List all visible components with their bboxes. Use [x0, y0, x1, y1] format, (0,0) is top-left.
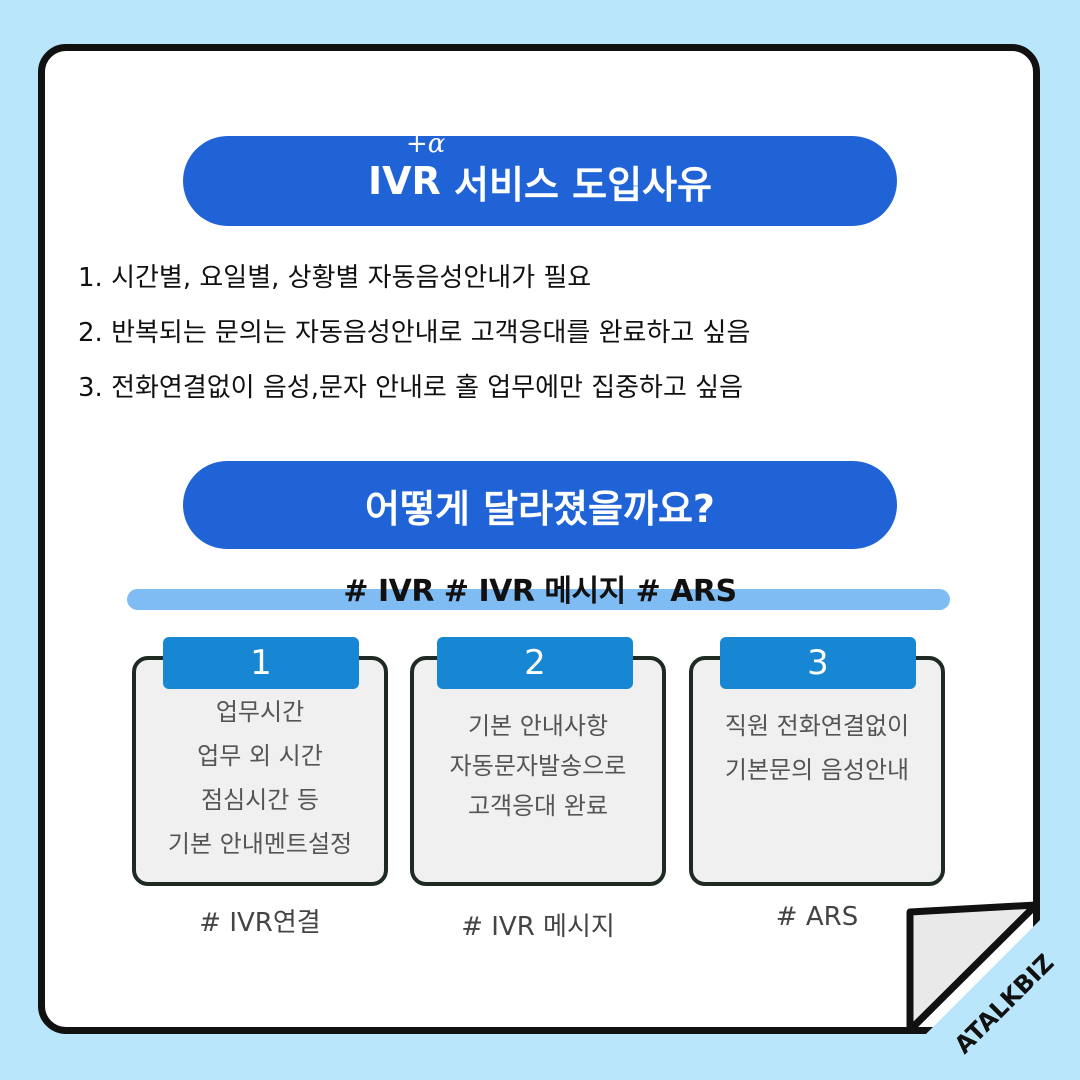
feature-line: 고객응대 완료 [467, 792, 609, 820]
reason-item: 2. 반복되는 문의는 자동음성안내로 고객응대를 완료하고 싶음 [78, 318, 751, 348]
card-hashtag-1: # IVR연결 [199, 908, 321, 938]
feature-card-1: 업무시간 업무 외 시간 점심시간 등 기본 안내멘트설정 [132, 656, 388, 886]
tagline-highlight-bar [127, 589, 950, 610]
ivr-label: IVR +α [368, 129, 446, 203]
header-title-pill: IVR +α 서비스 도입사유 [183, 129, 897, 226]
reason-item: 3. 전화연결없이 음성,문자 안내로 홀 업무에만 집중하고 싶음 [78, 373, 744, 403]
card-number-tab-2: 2 [437, 637, 633, 689]
card-number-tab-1: 1 [163, 637, 359, 689]
card-number-tab-3: 3 [720, 637, 916, 689]
feature-line: 업무시간 [215, 698, 305, 726]
card-hashtag-3: # ARS [775, 902, 859, 932]
hashtag-tagline: # IVR # IVR 메시지 # ARS [343, 574, 737, 609]
reasons-list: 1. 시간별, 요일별, 상황별 자동음성안내가 필요 2. 반복되는 문의는 … [78, 258, 750, 423]
feature-line: 기본 안내사항 [467, 712, 609, 740]
feature-line: 직원 전화연결없이 [724, 712, 910, 740]
feature-line: 자동문자발송으로 [449, 752, 627, 780]
feature-line: 기본 안내멘트설정 [167, 830, 353, 858]
feature-card-3: 직원 전화연결없이 기본문의 음성안내 [689, 656, 945, 886]
feature-line: 기본문의 음성안내 [724, 756, 910, 784]
feature-card-text: 기본 안내사항 자동문자발송으로 고객응대 완료 [414, 706, 662, 826]
header-title-text: 서비스 도입사유 [454, 162, 712, 207]
card-hashtag-2: # IVR 메시지 [461, 912, 615, 942]
section-title-pill: 어떻게 달라졌을까요? [183, 461, 897, 549]
feature-card-text: 업무시간 업무 외 시간 점심시간 등 기본 안내멘트설정 [136, 690, 384, 866]
reason-item: 1. 시간별, 요일별, 상황별 자동음성안내가 필요 [78, 263, 592, 293]
feature-line: 업무 외 시간 [197, 742, 323, 770]
feature-card-text: 직원 전화연결없이 기본문의 음성안내 [693, 704, 941, 792]
feature-card-2: 기본 안내사항 자동문자발송으로 고객응대 완료 [410, 656, 666, 886]
feature-line: 점심시간 등 [200, 786, 320, 814]
alpha-superscript: +α [406, 129, 446, 159]
